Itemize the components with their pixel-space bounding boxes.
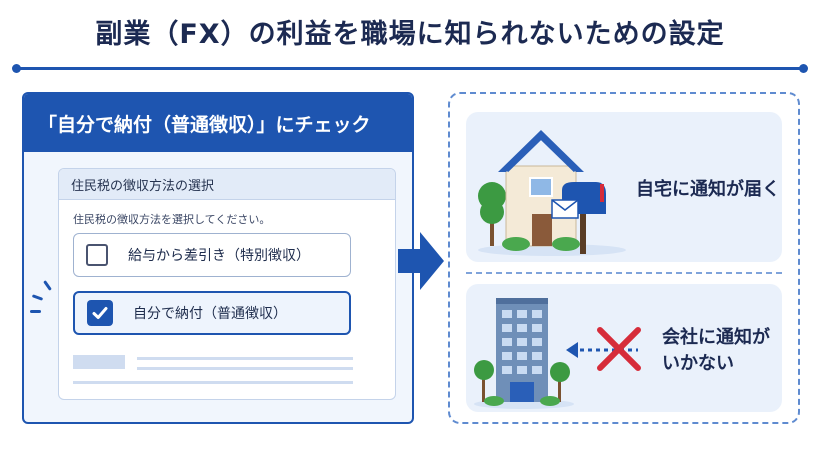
emphasis-mark bbox=[30, 310, 41, 313]
tax-method-form: 住民税の徴収方法の選択 住民税の徴収方法を選択してください。 給与から差引き（特… bbox=[58, 168, 396, 400]
instruction-header: 「自分で納付（普通徴収）」にチェック bbox=[24, 94, 412, 152]
option-label: 自分で納付（普通徴収） bbox=[133, 306, 287, 322]
home-notice-text: 自宅に通知が届く bbox=[636, 179, 780, 200]
company-notice-text-line2: いかない bbox=[662, 353, 734, 374]
check-icon[interactable] bbox=[87, 300, 113, 326]
emphasis-mark bbox=[43, 280, 52, 291]
company-notice-card: 会社に通知が いかない bbox=[466, 284, 782, 412]
dotted-arrow-icon bbox=[566, 342, 638, 358]
office-building-icon bbox=[474, 298, 574, 409]
option-ordinary-collection[interactable]: 自分で納付（普通徴収） bbox=[73, 291, 351, 335]
placeholder-line bbox=[73, 381, 353, 384]
emphasis-mark bbox=[31, 294, 44, 301]
placeholder-block bbox=[73, 355, 125, 369]
page-title: 副業（FX）の利益を職場に知られないための設定 bbox=[95, 19, 725, 50]
form-hint: 住民税の徴収方法を選択してください。 bbox=[73, 213, 271, 226]
house-icon bbox=[478, 130, 626, 256]
cross-icon bbox=[597, 327, 641, 371]
option-special-collection[interactable]: 給与から差引き（特別徴収） bbox=[73, 233, 351, 277]
form-title: 住民税の徴収方法の選択 bbox=[59, 169, 395, 200]
placeholder-line bbox=[137, 357, 353, 360]
placeholder-line bbox=[137, 367, 353, 370]
dashed-separator bbox=[466, 272, 782, 274]
home-notice-card: 自宅に通知が届く bbox=[466, 112, 782, 262]
unchecked-checkbox-icon[interactable] bbox=[86, 244, 108, 266]
title-underline bbox=[12, 64, 808, 73]
mailbox-icon bbox=[551, 182, 606, 254]
right-arrow-icon bbox=[398, 232, 444, 290]
setting-instruction-card: 「自分で納付（普通徴収）」にチェック 住民税の徴収方法の選択 住民税の徴収方法を… bbox=[22, 92, 414, 424]
result-frame bbox=[448, 92, 800, 424]
option-label: 給与から差引き（特別徴収） bbox=[128, 248, 310, 264]
company-notice-text-line1: 会社に通知が bbox=[662, 327, 770, 348]
